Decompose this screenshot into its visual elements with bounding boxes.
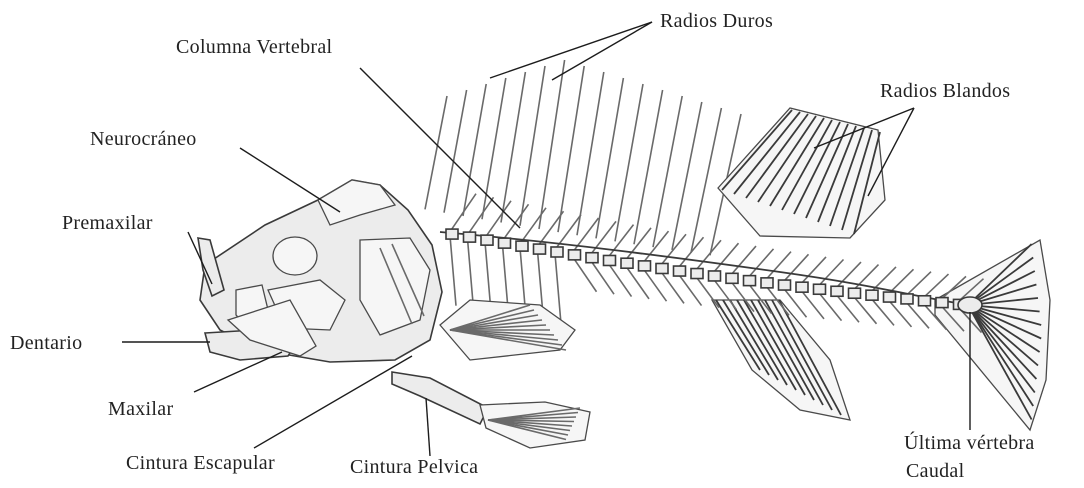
vertebra (604, 255, 616, 265)
spiny-ray (558, 66, 584, 232)
spiny-ray (444, 90, 467, 213)
vertebra (726, 273, 738, 283)
vertebra (446, 229, 458, 239)
label-neurocraneo: Neurocráneo (90, 128, 197, 150)
neural-spine (905, 272, 931, 297)
neural-spine (730, 246, 756, 276)
spiny-ray (425, 96, 447, 209)
skull (198, 180, 442, 362)
spiny-ray (539, 60, 565, 229)
vertebra (761, 278, 773, 288)
vertebra (796, 282, 808, 292)
neural-spine (660, 234, 686, 266)
label-radios-duros: Radios Duros (660, 10, 773, 32)
leader-cintura-escapular (254, 356, 412, 448)
neural-spine (608, 225, 634, 259)
rib (468, 239, 474, 309)
neural-spine (678, 237, 704, 269)
rib (450, 236, 456, 306)
rib (555, 254, 561, 324)
vertebra (499, 238, 511, 248)
caudal-fin (935, 240, 1050, 430)
label-dentario: Dentario (10, 332, 82, 354)
neural-spine (800, 257, 826, 285)
vertebra (709, 271, 721, 281)
vertebra (534, 244, 546, 254)
pectoral-fin (440, 300, 575, 360)
neural-spine (713, 243, 739, 274)
label-premaxilar: Premaxilar (62, 212, 153, 234)
label-cintura-pelvica: Cintura Pelvica (350, 456, 478, 478)
label-radios-blandos: Radios Blandos (880, 80, 1010, 102)
neural-spine (818, 260, 844, 288)
vertebra (866, 290, 878, 300)
vertebra (586, 253, 598, 263)
neural-spine (695, 240, 721, 271)
vertebra (849, 288, 861, 298)
vertebra (569, 250, 581, 260)
label-cintura-escapular: Cintura Escapular (126, 452, 275, 474)
ultima-vertebra-caudal (958, 297, 982, 313)
label-columna-vertebral: Columna Vertebral (176, 36, 332, 58)
vertebra (481, 235, 493, 245)
vertebra (516, 241, 528, 251)
label-caudal: Caudal (906, 460, 964, 482)
spiny-ray (520, 66, 545, 226)
vertebra (551, 247, 563, 257)
vertebra (919, 296, 931, 306)
neural-spine (468, 197, 494, 235)
vertebra (639, 261, 651, 271)
vertebra (814, 284, 826, 294)
vertebra (621, 258, 633, 268)
vertebra (656, 263, 668, 273)
neural-spine (748, 249, 774, 279)
vertebra (674, 266, 686, 276)
leader-neurocraneo (240, 148, 340, 212)
vertebra (464, 232, 476, 242)
leader-cintura-pelvica (426, 398, 430, 456)
vertebra (831, 286, 843, 296)
spiny-dorsal-fin-rays (425, 60, 741, 255)
vertebra (779, 280, 791, 290)
vertebra (744, 276, 756, 286)
vertebra (691, 269, 703, 279)
spiny-ray (501, 72, 525, 223)
vertebra (936, 298, 948, 308)
neural-spine (450, 194, 476, 232)
spiny-ray (577, 72, 604, 235)
vertebra (901, 294, 913, 304)
neural-spine (625, 228, 651, 261)
vertebra (884, 292, 896, 302)
neural-spine (783, 254, 809, 283)
label-maxilar: Maxilar (108, 398, 173, 420)
label-ultima-vertebra: Última vértebra (904, 432, 1035, 454)
neural-spine (765, 252, 791, 281)
soft-dorsal-fin (718, 108, 885, 238)
anal-fin (712, 300, 850, 420)
neural-spine (520, 208, 546, 244)
pelvic-fin (392, 372, 590, 448)
